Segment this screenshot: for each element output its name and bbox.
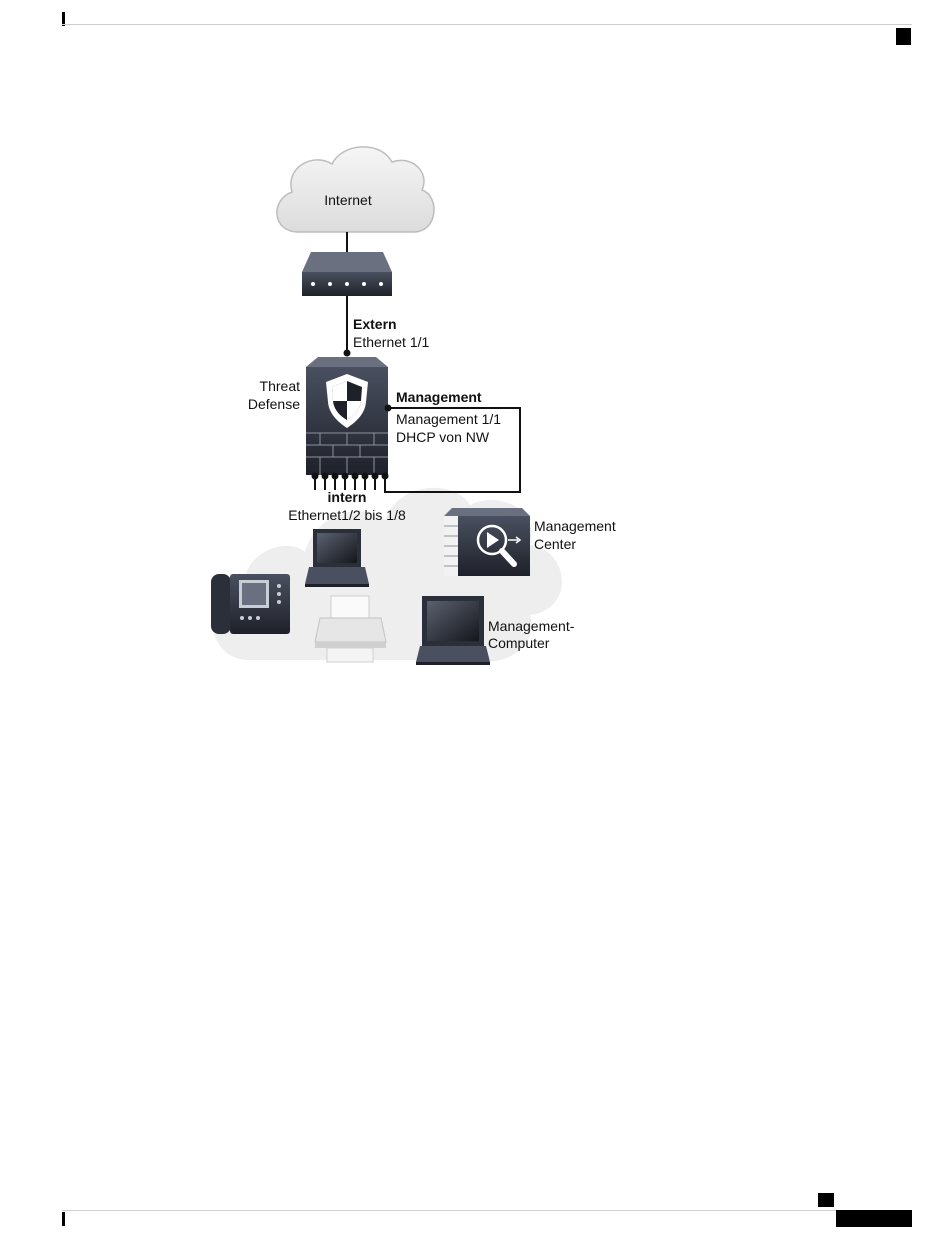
- intern-title: intern: [328, 489, 367, 505]
- management-computer-icon: [416, 596, 490, 665]
- internet-cloud-icon: Internet: [277, 147, 434, 232]
- internal-port-pins: [313, 474, 388, 491]
- management-port: Management 1/1: [396, 411, 501, 427]
- intern-ports: Ethernet1/2 bis 1/8: [288, 507, 406, 523]
- management-center-icon: [444, 508, 530, 576]
- management-center-label-line1: Management: [534, 518, 616, 534]
- threat-defense-label-line2: Defense: [248, 396, 300, 412]
- laptop-icon: [305, 529, 369, 587]
- extern-port: Ethernet 1/1: [353, 334, 429, 350]
- management-computer-label-line1: Management-: [488, 618, 575, 634]
- threat-defense-label-line1: Threat: [260, 378, 301, 394]
- router-icon: [302, 252, 392, 296]
- extern-title: Extern: [353, 316, 397, 332]
- footer-marker: [818, 1193, 834, 1207]
- extern-port-dot: [344, 350, 351, 357]
- footer-tick: [62, 1212, 65, 1226]
- footer-rule: [62, 1210, 912, 1211]
- internet-label: Internet: [324, 192, 372, 208]
- threat-defense-firewall-icon: [306, 357, 388, 475]
- management-dhcp: DHCP von NW: [396, 429, 490, 445]
- management-computer-label-line2: Computer: [488, 635, 550, 651]
- ip-phone-icon: [211, 574, 290, 634]
- footer-page-bar: [836, 1210, 912, 1227]
- management-port-dot: [385, 405, 392, 412]
- management-title: Management: [396, 389, 482, 405]
- management-center-label-line2: Center: [534, 536, 576, 552]
